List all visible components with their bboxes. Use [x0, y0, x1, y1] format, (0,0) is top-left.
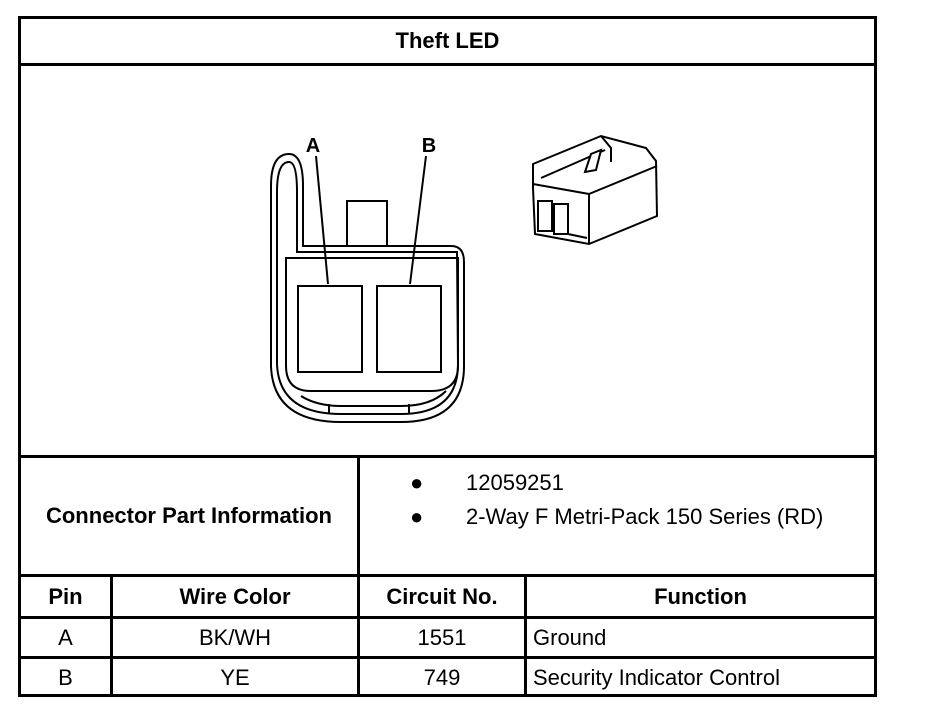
table-cell-pin: A	[58, 624, 73, 650]
table-cell-pin: B	[58, 665, 73, 690]
divider	[21, 616, 874, 619]
page-title: Theft LED	[395, 28, 500, 53]
connector-part-info-label: Connector Part Information	[45, 503, 332, 528]
divider	[21, 656, 874, 659]
column-header-wire-color: Wire Color	[179, 583, 291, 609]
pin-label-a: A	[306, 135, 320, 157]
connector-key	[346, 200, 388, 247]
leader-line-a	[315, 155, 329, 285]
leader-line-b	[409, 155, 427, 285]
divider	[21, 455, 874, 458]
divider	[21, 63, 874, 66]
connector-part-info-list: ● 12059251 ● 2-Way F Metri-Pack 150 Seri…	[360, 458, 874, 574]
connector-isometric-sketch	[532, 134, 659, 246]
table-cell-wire-color: YE	[220, 665, 250, 690]
column-header-function: Function	[654, 583, 747, 609]
table-cell-circuit-no: 1551	[417, 624, 467, 650]
pin-label-b: B	[422, 135, 436, 157]
divider	[357, 577, 360, 697]
divider	[524, 577, 527, 697]
connector-diagram: A B	[270, 134, 659, 423]
table-cell-wire-color: BK/WH	[198, 624, 272, 650]
cavity-a	[297, 285, 363, 373]
list-item: ● 2-Way F Metri-Pack 150 Series (RD)	[360, 504, 874, 534]
part-description: 2-Way F Metri-Pack 150 Series (RD)	[466, 504, 824, 529]
table-cell-circuit-no: 749	[423, 665, 461, 690]
list-item: ● 12059251	[360, 470, 874, 500]
divider	[357, 458, 360, 574]
connector-info-sheet: Theft LED A B	[18, 16, 877, 697]
table-cell-function: Ground	[533, 624, 607, 650]
divider	[21, 574, 874, 577]
column-header-pin: Pin	[48, 583, 83, 609]
cavity-b	[376, 285, 442, 373]
column-header-circuit-no: Circuit No.	[386, 583, 498, 609]
bullet-icon: ●	[410, 504, 424, 529]
connector-housing-outline	[270, 152, 465, 423]
connector-face	[285, 257, 459, 392]
part-number: 12059251	[466, 470, 564, 495]
connector-housing-inner	[276, 160, 460, 415]
bullet-icon: ●	[410, 470, 424, 495]
divider	[110, 577, 113, 697]
table-cell-function: Security Indicator Control	[533, 665, 780, 690]
